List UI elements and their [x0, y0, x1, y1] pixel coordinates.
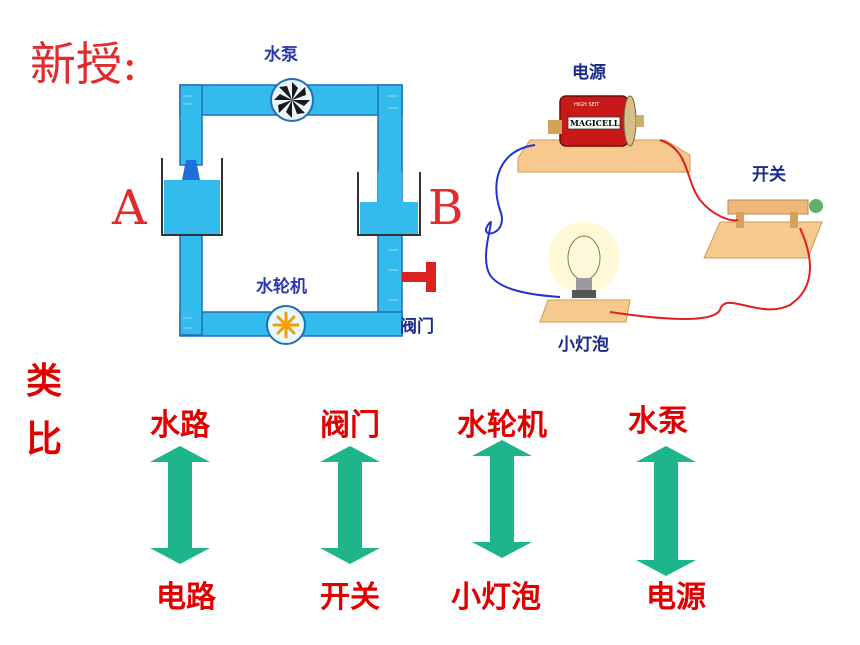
pair-2-top: 阀门 [320, 408, 380, 443]
pair-1-bottom: 电路 [156, 580, 216, 615]
wire-red-top [659, 139, 739, 222]
page-title: 新授: [30, 37, 138, 91]
tank-a-walls [161, 158, 223, 236]
tank-a-nozzle [182, 160, 200, 180]
pair-3-top: 水轮机 [457, 408, 547, 443]
water-turbine [266, 305, 306, 345]
pair-4-bottom: 电源 [646, 580, 706, 615]
battery [548, 95, 644, 147]
analogy-arrow-4 [636, 446, 696, 576]
pair-4-top: 水泵 [628, 404, 688, 439]
wire-blue [485, 144, 561, 298]
wire-red-bottom [609, 227, 811, 320]
turbine-label: 水轮机 [256, 277, 307, 297]
tank-a-label: A [112, 180, 147, 236]
analogy-label-1: 类 [26, 361, 63, 402]
water-pipe-left-upper [179, 84, 203, 166]
pair-2-bottom: 开关 [320, 580, 380, 615]
tank-b-water [360, 202, 418, 234]
pair-1-top: 水路 [150, 408, 210, 443]
analogy-arrow-1 [150, 446, 210, 564]
tank-a-water [164, 180, 220, 234]
analogy-label-2: 比 [26, 419, 63, 460]
water-valve [402, 262, 436, 292]
water-circuit [161, 78, 436, 345]
water-pump [270, 78, 314, 122]
analogy-arrow-3 [472, 440, 532, 558]
water-pipe-left-lower [179, 234, 203, 336]
electric-circuit [485, 95, 823, 323]
source-label: 电源 [572, 63, 606, 83]
light-bulb [539, 222, 631, 323]
tank-b-label: B [428, 180, 464, 236]
analogy-arrows [150, 440, 696, 576]
valve-label: 阀门 [400, 317, 434, 337]
switch-label: 开关 [752, 165, 786, 185]
tank-b-inlet [378, 172, 402, 202]
battery-brand: MAGICELL [570, 118, 620, 128]
analogy-arrow-2 [320, 446, 380, 564]
tank-b-walls [357, 172, 421, 236]
battery-base [517, 139, 691, 173]
pump-label: 水泵 [264, 45, 298, 65]
pair-3-bottom: 小灯泡 [451, 580, 541, 615]
switch [703, 199, 823, 259]
bulb-label: 小灯泡 [558, 335, 609, 355]
battery-small-text: HIGH SEIT [574, 102, 600, 108]
